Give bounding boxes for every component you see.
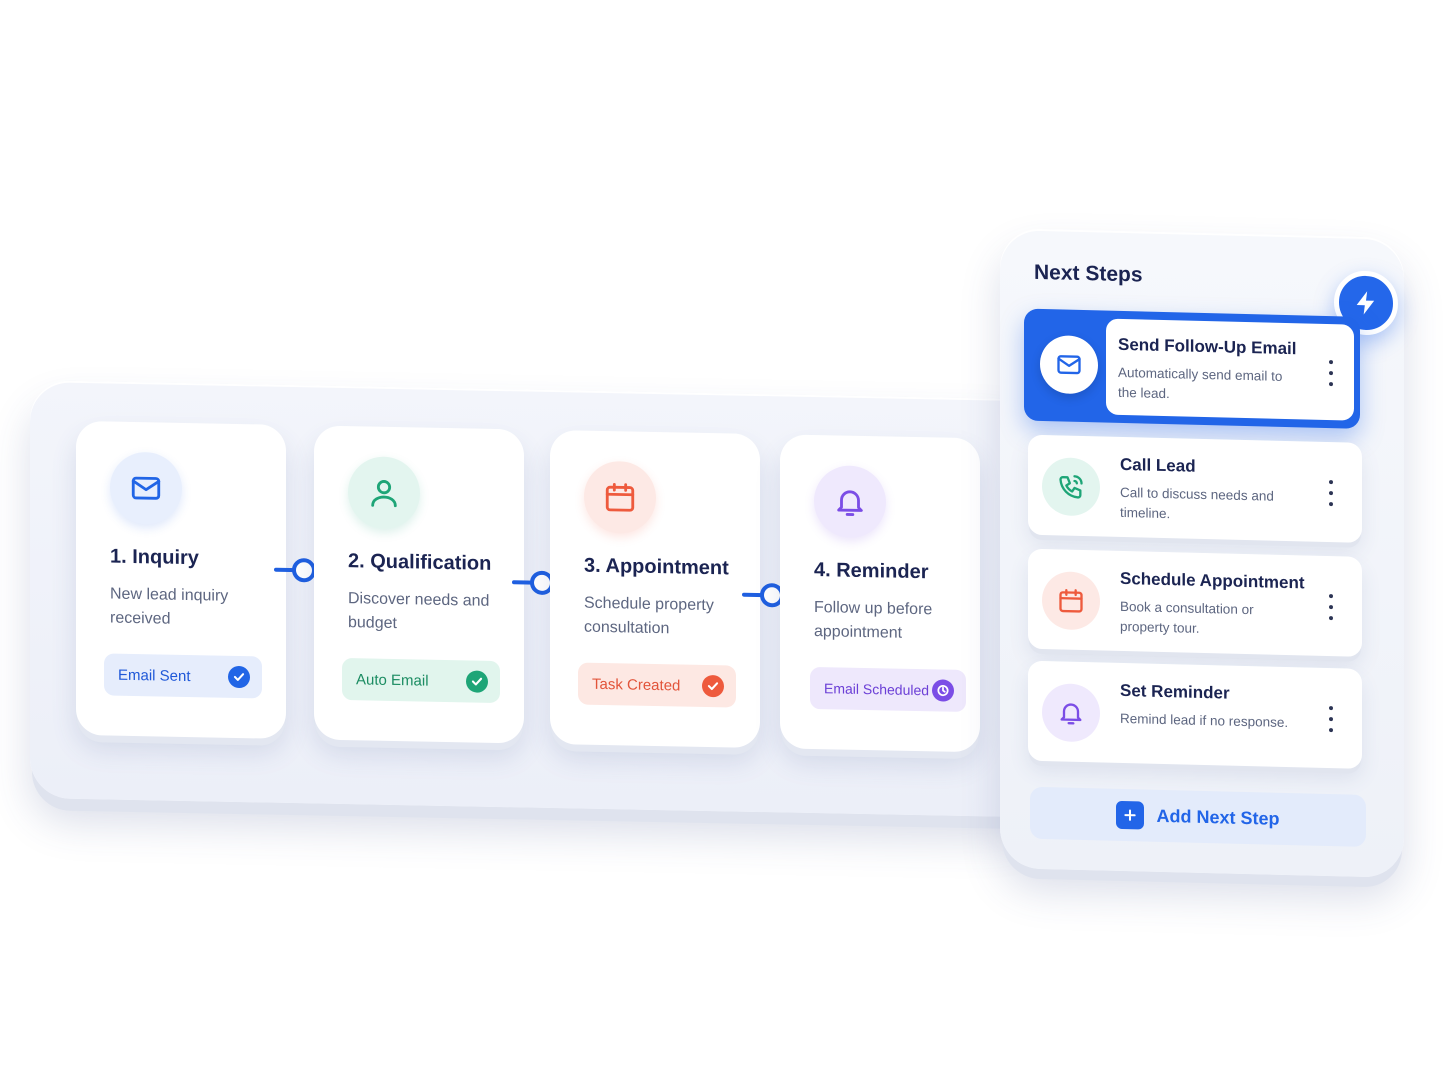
stage-badge: Email Sent — [104, 653, 262, 699]
stage-description: Schedule property consultation — [584, 594, 714, 638]
stage-card-appointment[interactable]: 3. Appointment Schedule property consult… — [550, 429, 760, 749]
step-description: Call to discuss needs and timeline. — [1120, 484, 1274, 522]
step-title: Schedule Appointment — [1120, 568, 1305, 593]
clock-icon — [932, 679, 954, 702]
check-icon — [702, 674, 724, 698]
next-step-call-lead[interactable]: Call Lead Call to discuss needs and time… — [1028, 434, 1362, 543]
step-title: Set Reminder — [1120, 680, 1230, 703]
step-description: Book a consultation or property tour. — [1120, 598, 1254, 636]
stage-badge: Email Scheduled — [810, 666, 966, 712]
calendar-icon — [1042, 571, 1100, 631]
stage-title: 4. Reminder — [814, 559, 929, 584]
stage-badge: Task Created — [578, 662, 736, 708]
automation-bolt-button[interactable] — [1334, 270, 1398, 336]
mail-icon — [1040, 334, 1098, 395]
stage-card-inquiry[interactable]: 1. Inquiry New lead inquiry received Ema… — [76, 420, 286, 739]
step-description: Automatically send email to the lead. — [1118, 364, 1283, 402]
step-title: Call Lead — [1120, 454, 1196, 476]
stage-title: 3. Appointment — [584, 554, 729, 580]
calendar-icon — [584, 460, 656, 535]
phone-icon — [1042, 457, 1100, 517]
stage-description: New lead inquiry received — [110, 585, 229, 628]
stage-card-reminder[interactable]: 4. Reminder Follow up before appointment… — [780, 434, 980, 753]
next-step-set-reminder[interactable]: Set Reminder Remind lead if no response. — [1028, 660, 1362, 769]
badge-label: Email Scheduled — [824, 680, 930, 699]
check-icon — [466, 670, 488, 693]
mail-icon — [110, 451, 182, 525]
stage-card-qualification[interactable]: 2. Qualification Discover needs and budg… — [314, 425, 524, 744]
stage-description: Follow up before appointment — [814, 599, 933, 642]
user-icon — [348, 456, 420, 530]
badge-label: Auto Email — [356, 670, 429, 690]
more-options-icon[interactable] — [1328, 594, 1334, 621]
pipeline-panel: 1. Inquiry New lead inquiry received Ema… — [30, 380, 1040, 818]
more-options-icon[interactable] — [1328, 706, 1334, 733]
stage-title: 1. Inquiry — [110, 545, 199, 570]
badge-label: Email Sent — [118, 666, 191, 685]
badge-label: Task Created — [592, 675, 681, 694]
add-next-step-button[interactable]: Add Next Step — [1030, 786, 1366, 847]
stage-badge: Auto Email — [342, 657, 500, 704]
step-title: Send Follow-Up Email — [1118, 334, 1297, 359]
bell-icon — [1042, 683, 1100, 743]
stage-title: 2. Qualification — [348, 550, 492, 575]
plus-icon — [1116, 800, 1145, 830]
stage-description: Discover needs and budget — [348, 590, 490, 633]
bell-icon — [814, 465, 886, 539]
more-options-icon[interactable] — [1328, 480, 1334, 507]
bolt-icon — [1356, 291, 1375, 315]
next-step-send-follow-up-email[interactable]: Send Follow-Up Email Automatically send … — [1024, 308, 1360, 429]
next-steps-title: Next Steps — [1034, 260, 1143, 287]
next-steps-panel: Next Steps Send Follow-Up Email Automati… — [1000, 228, 1404, 878]
more-options-icon[interactable] — [1328, 360, 1334, 387]
step-description: Remind lead if no response. — [1120, 710, 1289, 731]
add-next-step-label: Add Next Step — [1156, 805, 1280, 829]
next-step-schedule-appointment[interactable]: Schedule Appointment Book a consultation… — [1028, 548, 1362, 657]
check-icon — [228, 665, 250, 689]
